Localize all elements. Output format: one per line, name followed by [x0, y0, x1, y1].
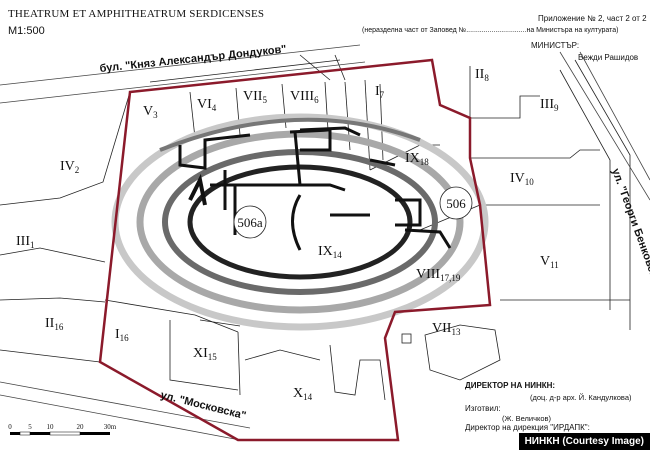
irdapk-label: Директор на дирекция "ИРДАПК": [465, 423, 590, 432]
svg-text:5: 5 [28, 423, 32, 431]
lot-label: IV2 [60, 159, 79, 175]
street-edges [0, 44, 650, 441]
prepared-label: Изготвил: [465, 404, 501, 413]
svg-text:30m: 30m [104, 423, 117, 431]
image-credit: НИНКН (Courtesy Image) [518, 433, 650, 450]
prepared-name: (Ж. Величков) [502, 414, 552, 423]
circle-506a [233, 205, 267, 239]
scale-bar: 0 5 10 20 30m [8, 423, 117, 436]
lot-label: VIII6 [290, 89, 319, 105]
street-label-dondukov: бул. "Княз Александър Дондуков" [99, 43, 287, 75]
circle-506 [439, 186, 473, 220]
director-label: ДИРЕКТОР НА НИНКН: [465, 381, 556, 390]
map-title: THEATRUM ET AMPHITHEATRUM SERDICENSES [8, 8, 265, 20]
order-note: (неразделна част от Заповед №...........… [362, 27, 619, 34]
director-name: (доц. д-р арх. Й. Кандулкова) [530, 393, 632, 402]
lot-label: VI4 [197, 97, 217, 113]
scale-label: M1:500 [8, 25, 45, 37]
lot-label: VII13 [432, 321, 461, 337]
lot-label: II8 [475, 67, 489, 83]
minister-label: МИНИСТЪР: [531, 41, 580, 50]
lot-label: I7 [375, 84, 385, 100]
appendix-label: Приложение № 2, част 2 от 2 [538, 14, 647, 23]
lot-label: XI15 [193, 346, 217, 362]
lot-label: III9 [540, 97, 559, 113]
minister-name: Вежди Рашидов [578, 53, 639, 62]
lot-label: IV10 [510, 171, 534, 187]
lot-label: I16 [115, 327, 129, 343]
parcel-lines [0, 54, 631, 401]
lot-labels: V3 VI4 VII5 VIII6 I7 II8 III9 IV2 IX18 I… [16, 67, 559, 402]
street-label-moskovska: ул. "Московска" [159, 389, 247, 422]
circle-506-label: 506 [446, 196, 466, 211]
svg-text:0: 0 [8, 423, 12, 431]
lot-label: IX14 [318, 244, 342, 260]
lot-label: II16 [45, 316, 64, 332]
svg-text:20: 20 [77, 423, 85, 431]
lot-label: V11 [540, 254, 559, 270]
lot-label: IX18 [405, 151, 429, 167]
lot-label: III1 [16, 234, 35, 250]
svg-text:10: 10 [47, 423, 55, 431]
lot-label: V3 [143, 104, 158, 120]
lot-label: VIII17,19 [416, 267, 461, 283]
protected-zone-boundary [98, 58, 492, 442]
lot-label: X14 [293, 386, 313, 402]
street-label-benkovski: ул. "Георги Бенковски" [609, 167, 650, 290]
lot-label: VII5 [243, 89, 267, 105]
circle-506a-label: 506а [237, 215, 263, 230]
